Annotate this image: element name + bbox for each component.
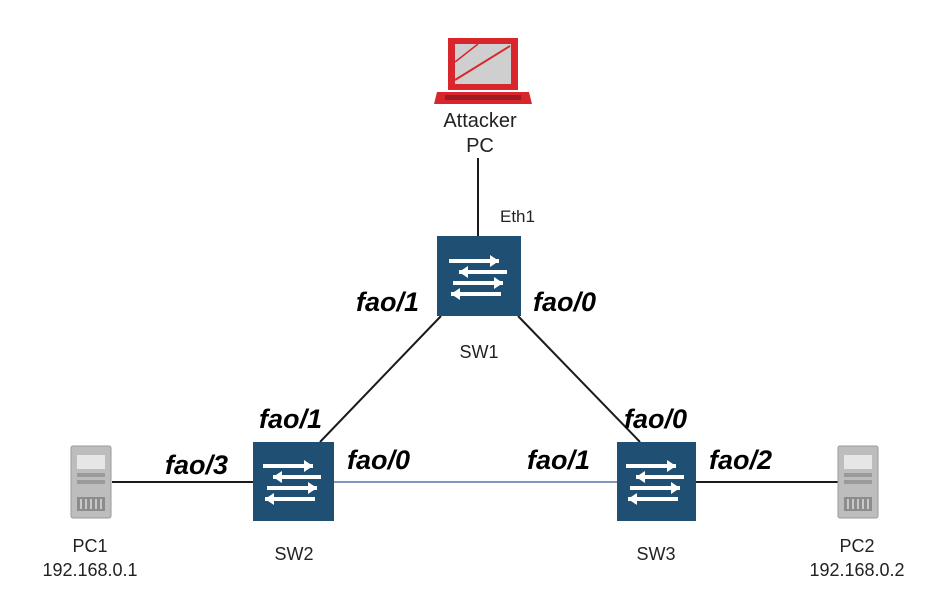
pc1-server-tower-icon [70,445,112,519]
pc2-ip: 192.168.0.2 [809,560,904,580]
attacker-port-label: Eth1 [500,207,535,226]
sw1-switch-icon [437,236,521,316]
sw2-port-right: fao/0 [347,445,410,475]
pc1-ip: 192.168.0.1 [42,560,137,580]
pc1-label: PC1 [72,536,107,556]
sw2-port-left: fao/3 [165,450,228,480]
sw2-switch-icon [253,442,334,521]
attacker-label-line1: Attacker [443,110,517,132]
sw1-port-left: fao/1 [356,287,419,317]
sw1-label: SW1 [459,342,498,362]
sw3-port-left: fao/1 [527,445,590,475]
sw3-port-right: fao/2 [709,445,772,475]
pc2-server-tower-icon [837,445,879,519]
link-sw1-sw2 [319,315,442,443]
sw2-port-top: fao/1 [259,404,322,434]
link-sw1-sw3 [517,315,641,443]
sw3-label: SW3 [636,544,675,564]
pc2-label: PC2 [839,536,874,556]
sw1-port-right: fao/0 [533,287,596,317]
links [112,158,838,483]
sw3-port-top: fao/0 [624,404,687,434]
sw3-switch-icon [617,442,696,521]
attacker-label-line2: PC [466,135,494,157]
attacker-laptop-icon [434,38,532,104]
sw2-label: SW2 [274,544,313,564]
